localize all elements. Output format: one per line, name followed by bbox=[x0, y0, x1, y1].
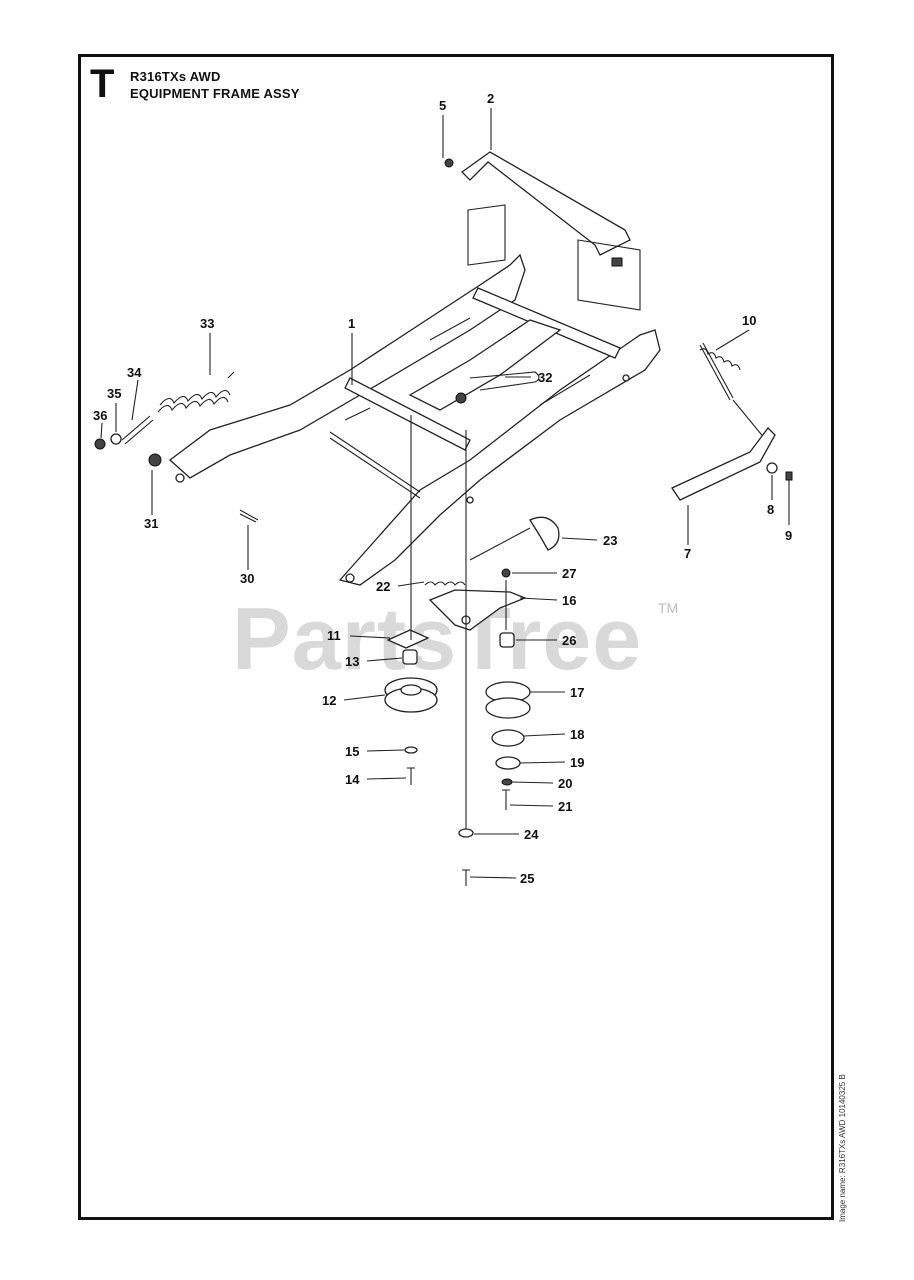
spring-22 bbox=[424, 581, 466, 586]
callout-7: 7 bbox=[684, 546, 691, 561]
ring-19 bbox=[495, 756, 521, 770]
callout-14: 14 bbox=[345, 772, 360, 787]
callout-26: 26 bbox=[562, 633, 576, 648]
washer-35 bbox=[110, 433, 122, 445]
callout-8: 8 bbox=[767, 502, 774, 517]
diagram-border bbox=[78, 54, 834, 1220]
callout-9: 9 bbox=[785, 528, 792, 543]
callout-35: 35 bbox=[107, 386, 121, 401]
bolt-14 bbox=[407, 767, 415, 785]
bolt-9 bbox=[785, 471, 793, 481]
washer-8 bbox=[766, 462, 778, 474]
washer-20 bbox=[501, 778, 513, 786]
callout-2: 2 bbox=[487, 91, 494, 106]
callout-17: 17 bbox=[570, 685, 584, 700]
callout-5: 5 bbox=[439, 98, 446, 113]
bolt-21 bbox=[502, 789, 510, 810]
spacer-26 bbox=[499, 632, 515, 648]
callout-33: 33 bbox=[200, 316, 214, 331]
nut-27 bbox=[501, 568, 511, 578]
bearing-18 bbox=[491, 729, 525, 747]
leader-lines bbox=[100, 108, 790, 879]
nut-31 bbox=[148, 453, 162, 467]
callout-34: 34 bbox=[127, 365, 142, 380]
callout-32: 32 bbox=[538, 370, 552, 385]
callout-36: 36 bbox=[93, 408, 107, 423]
callout-18: 18 bbox=[570, 727, 584, 742]
washer-24 bbox=[458, 828, 474, 838]
bolt-25 bbox=[462, 869, 470, 886]
top-linkage-bar bbox=[444, 151, 631, 267]
bracket-11 bbox=[386, 629, 430, 649]
callout-labels: 1 2 5 7 8 9 10 11 12 13 14 15 16 17 18 1… bbox=[93, 91, 792, 886]
cable-23 bbox=[469, 527, 531, 561]
model-title: R316TXs AWD bbox=[130, 69, 221, 84]
section-letter: T bbox=[90, 62, 115, 106]
callout-11: 11 bbox=[327, 628, 341, 643]
bracket-16 bbox=[428, 589, 527, 631]
nut-36 bbox=[94, 438, 106, 450]
equipment-frame bbox=[168, 253, 661, 586]
spring-10 bbox=[699, 342, 771, 446]
callout-20: 20 bbox=[558, 776, 572, 791]
callout-1: 1 bbox=[348, 316, 355, 331]
callout-10: 10 bbox=[742, 313, 756, 328]
callout-15: 15 bbox=[345, 744, 359, 759]
callout-24: 24 bbox=[524, 827, 539, 842]
spring-33 bbox=[157, 371, 235, 413]
clip-32 bbox=[469, 371, 540, 391]
callout-25: 25 bbox=[520, 871, 534, 886]
lever-7 bbox=[671, 427, 776, 501]
callout-19: 19 bbox=[570, 755, 584, 770]
callout-12: 12 bbox=[322, 693, 336, 708]
bolt-34 bbox=[121, 415, 154, 445]
callout-27: 27 bbox=[562, 566, 576, 581]
trademark-mark: TM bbox=[658, 600, 679, 616]
callout-31: 31 bbox=[144, 516, 158, 531]
callout-21: 21 bbox=[558, 799, 572, 814]
callout-13: 13 bbox=[345, 654, 359, 669]
assembly-title: EQUIPMENT FRAME ASSY bbox=[130, 86, 300, 101]
callout-22: 22 bbox=[376, 579, 390, 594]
watermark: PartsTree bbox=[232, 589, 643, 688]
callout-16: 16 bbox=[562, 593, 576, 608]
callout-30: 30 bbox=[240, 571, 254, 586]
bolt-30 bbox=[239, 509, 259, 523]
washer-15 bbox=[404, 746, 418, 754]
spacer-13 bbox=[402, 649, 418, 665]
callout-23: 23 bbox=[603, 533, 617, 548]
